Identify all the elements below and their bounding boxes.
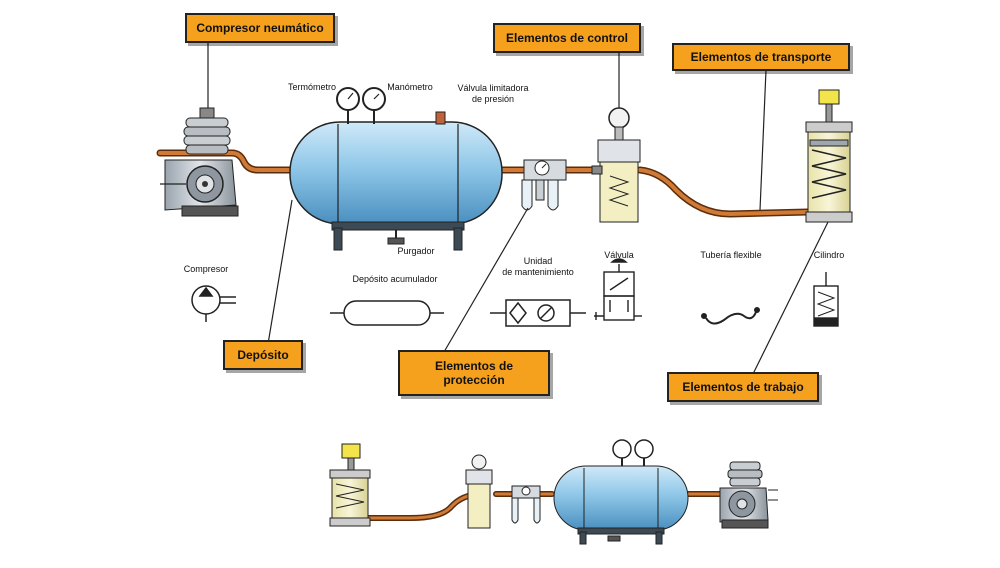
callout-elementos-transporte-text: Elementos de transporte xyxy=(690,50,832,64)
callout-elementos-proteccion: Elementos de protección xyxy=(398,350,550,396)
label-unidad-mantenimiento-line2: de mantenimiento xyxy=(502,267,574,277)
callout-elementos-control: Elementos de control xyxy=(493,23,641,53)
label-termometro: Termómetro xyxy=(287,82,336,92)
label-unidad-mantenimiento: Unidad de mantenimiento xyxy=(490,256,586,278)
label-valvula-limitadora-line2: de presión xyxy=(471,94,515,104)
callout-deposito: Depósito xyxy=(223,340,303,370)
callout-compresor-neumatico: Compresor neumático xyxy=(185,13,335,43)
flexible-tube-symbol xyxy=(701,307,760,325)
control-valve-illustration xyxy=(591,107,641,223)
label-purgador: Purgador xyxy=(397,246,435,256)
callout-compresor-neumatico-text: Compresor neumático xyxy=(196,21,324,35)
callout-elementos-trabajo-text: Elementos de trabajo xyxy=(682,380,804,394)
callout-elementos-proteccion-line2: protección xyxy=(443,373,505,387)
leader-lines xyxy=(207,40,829,377)
callout-elementos-proteccion-line1: Elementos de xyxy=(434,359,514,373)
label-valvula: Válvula xyxy=(604,250,634,260)
tank-symbol xyxy=(330,300,444,326)
label-valvula-limitadora: Válvula limitadora de presión xyxy=(448,83,538,105)
valve-symbol xyxy=(594,258,642,321)
label-tuberia-flexible: Tubería flexible xyxy=(700,250,762,260)
cylinder-illustration xyxy=(805,89,853,223)
tank-illustration xyxy=(289,87,503,251)
cylinder-symbol xyxy=(813,272,839,327)
label-manometro: Manómetro xyxy=(387,82,433,92)
callout-deposito-text: Depósito xyxy=(237,348,289,362)
compressor-illustration xyxy=(160,107,239,217)
maintenance-unit-illustration xyxy=(521,159,567,211)
compressor-symbol xyxy=(191,285,236,322)
label-deposito-acumulador: Depósito acumulador xyxy=(352,274,438,284)
label-cilindro: Cilindro xyxy=(813,250,845,260)
callout-elementos-control-text: Elementos de control xyxy=(505,31,629,45)
maintenance-unit-symbol xyxy=(490,299,586,327)
callout-elementos-trabajo: Elementos de trabajo xyxy=(667,372,819,402)
callout-elementos-transporte: Elementos de transporte xyxy=(672,43,850,71)
bottom-mini-diagram xyxy=(329,439,778,545)
label-valvula-limitadora-line1: Válvula limitadora xyxy=(457,83,529,93)
label-compresor: Compresor xyxy=(183,264,229,274)
label-unidad-mantenimiento-line1: Unidad xyxy=(523,256,553,266)
